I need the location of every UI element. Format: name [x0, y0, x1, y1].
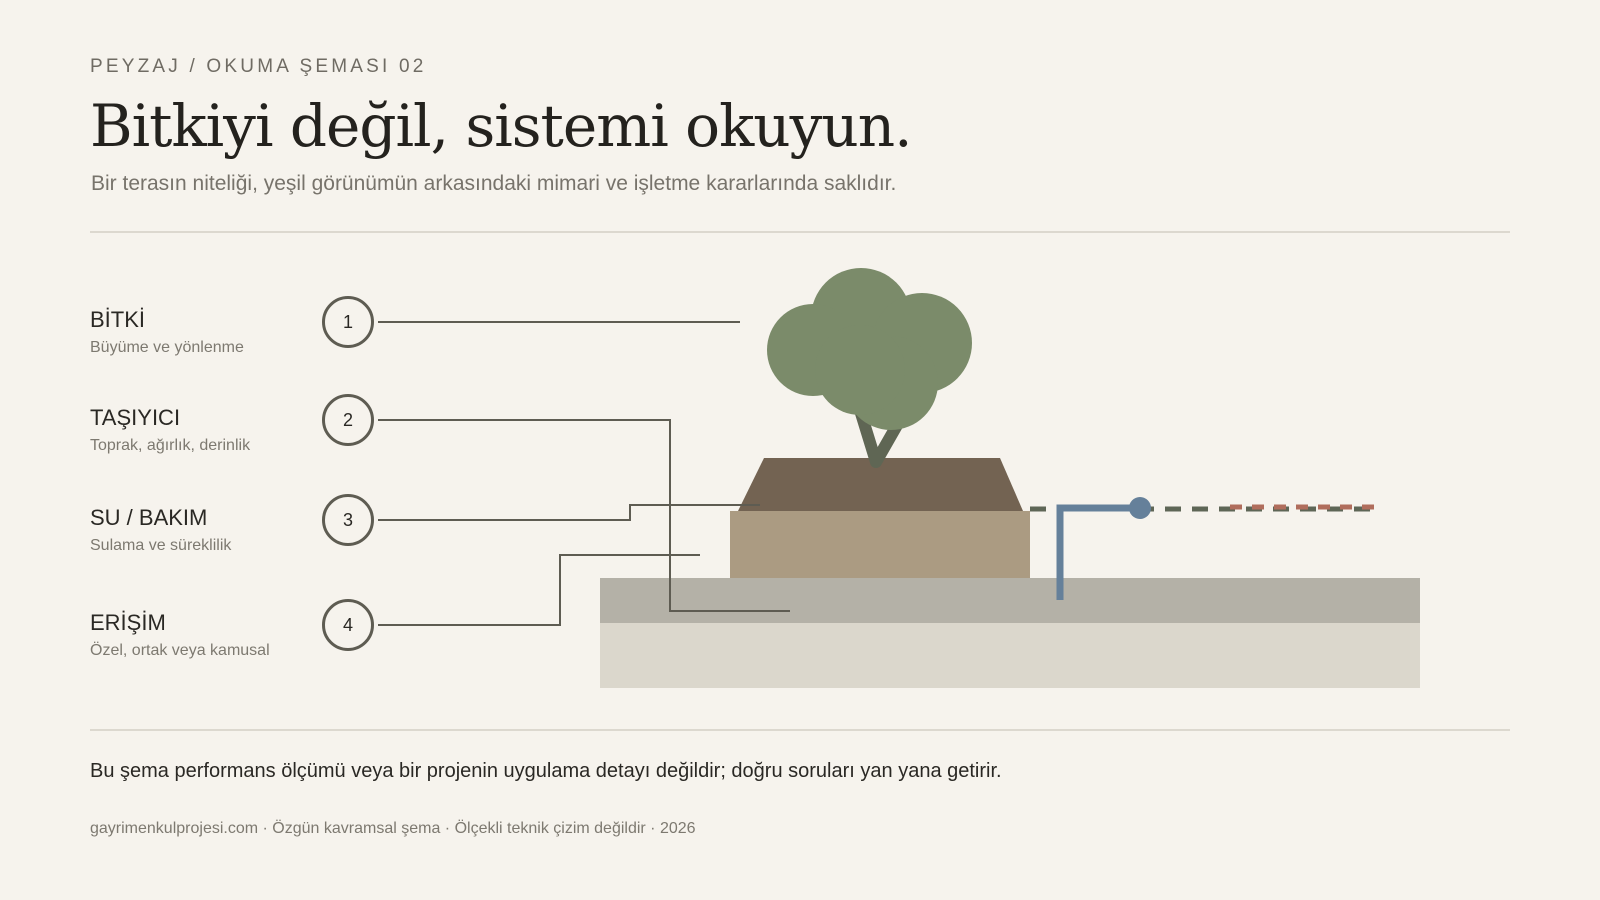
page-title: Bitkiyi değil, sistemi okuyun. — [90, 92, 913, 160]
leader-line-4 — [378, 554, 700, 626]
layer-number-3: 3 — [322, 494, 374, 546]
layer-title: SU / BAKIM — [90, 505, 208, 530]
layer-title: TAŞIYICI — [90, 405, 181, 430]
eyebrow: PEYZAJ / OKUMA ŞEMASI 02 — [90, 56, 427, 77]
diagram-note: Bu şema performans ölçümü veya bir proje… — [90, 760, 1002, 782]
layer-description: Toprak, ağırlık, derinlik — [90, 437, 251, 454]
layer-description: Özel, ortak veya kamusal — [90, 642, 270, 659]
layer-number-4: 4 — [322, 599, 374, 651]
leader-line-2 — [378, 419, 790, 612]
top-divider — [90, 231, 1510, 233]
layer-description: Sulama ve süreklilik — [90, 537, 232, 554]
layer-label-erisim: ERİŞİM Özel, ortak veya kamusal — [90, 610, 270, 660]
terrace-slab-icon — [600, 578, 1420, 623]
layer-number-2: 2 — [322, 394, 374, 446]
leader-line-3 — [378, 504, 760, 521]
ground-layer — [600, 623, 1420, 688]
layer-title: BİTKİ — [90, 307, 146, 332]
layer-number-1: 1 — [322, 296, 374, 348]
layer-title: ERİŞİM — [90, 610, 166, 635]
bottom-divider — [90, 729, 1510, 731]
layer-label-bitki: BİTKİ Büyüme ve yönlenme — [90, 307, 244, 357]
layer-description: Büyüme ve yönlenme — [90, 339, 244, 356]
layer-label-tasiyici: TAŞIYICI Toprak, ağırlık, derinlik — [90, 405, 250, 455]
layer-label-su-bakim: SU / BAKIM Sulama ve süreklilik — [90, 505, 231, 555]
irrigation-pipe-icon — [1056, 497, 1151, 600]
page-subtitle: Bir terasın niteliği, yeşil görünümün ar… — [91, 172, 897, 195]
tree-icon — [767, 268, 972, 468]
footer-credits: gayrimenkulprojesi.com · Özgün kavramsal… — [90, 820, 696, 837]
planter-icon — [730, 511, 1030, 578]
soil-layer — [738, 458, 1023, 511]
